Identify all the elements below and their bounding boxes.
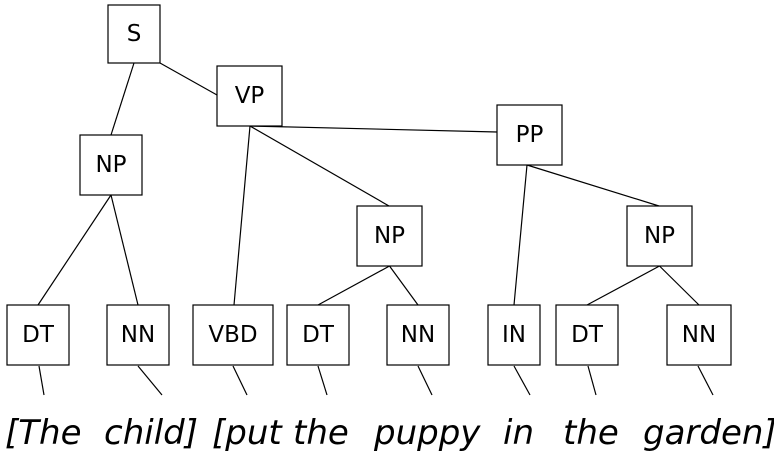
node-np1: NP xyxy=(79,134,143,196)
node-box xyxy=(216,65,283,127)
node-box xyxy=(386,304,450,366)
node-np3: NP xyxy=(626,205,693,267)
node-dt3: DT xyxy=(555,304,619,366)
node-box xyxy=(555,304,619,366)
node-label: NN xyxy=(121,322,155,348)
leaf-tick-dt2 xyxy=(317,365,328,396)
sentence-word: puppy xyxy=(373,413,481,453)
node-label: NP xyxy=(644,223,675,249)
tree-nodes: S NP VP PP NP NP DT NN VBD DT NN IN DT NN xyxy=(6,4,732,366)
node-box xyxy=(107,4,161,64)
sentence-word: [put xyxy=(212,413,283,453)
edge-vp-vbd xyxy=(233,125,251,306)
sentence-word: the xyxy=(563,413,619,453)
sentence-word: garden] xyxy=(643,413,774,453)
leaf-tick-nn1 xyxy=(137,365,163,396)
node-label: DT xyxy=(302,322,335,348)
leaf-tick-dt3 xyxy=(587,365,597,396)
node-nn2: NN xyxy=(386,304,450,366)
tree-edges xyxy=(37,62,700,306)
node-label: VP xyxy=(235,83,265,109)
leaf-tick-nn2 xyxy=(417,365,433,396)
node-vp: VP xyxy=(216,65,283,127)
node-box xyxy=(487,304,541,366)
node-box xyxy=(356,205,423,267)
node-label: VBD xyxy=(208,322,257,348)
node-pp: PP xyxy=(496,104,563,166)
node-np2: NP xyxy=(356,205,423,267)
node-box xyxy=(106,304,170,366)
edge-np2-dt2 xyxy=(317,265,390,306)
edge-np1-nn1 xyxy=(110,194,139,306)
edge-np2-nn2 xyxy=(389,265,419,306)
node-box xyxy=(79,134,143,196)
edge-np3-nn3 xyxy=(659,265,700,306)
node-box xyxy=(496,104,563,166)
edge-pp-np3 xyxy=(526,164,660,207)
leaf-tick-in xyxy=(513,365,531,396)
node-box xyxy=(626,205,693,267)
node-box xyxy=(6,304,70,366)
edge-np1-dt1 xyxy=(37,194,112,306)
sentence-word: in xyxy=(503,413,534,453)
sentence-word: [The xyxy=(5,413,82,453)
edge-vp-np2 xyxy=(249,125,390,207)
node-dt2: DT xyxy=(286,304,350,366)
node-label: S xyxy=(127,21,142,47)
sentence-word: child] xyxy=(104,413,198,453)
leaf-tick-vbd xyxy=(232,365,248,396)
node-label: DT xyxy=(22,322,55,348)
node-box xyxy=(286,304,350,366)
node-nn3: NN xyxy=(666,304,732,366)
node-dt1: DT xyxy=(6,304,70,366)
node-in: IN xyxy=(487,304,541,366)
node-label: IN xyxy=(502,322,526,348)
edge-np3-dt3 xyxy=(586,265,660,306)
node-box xyxy=(192,304,274,366)
edge-s-np1 xyxy=(110,62,135,136)
node-label: PP xyxy=(516,122,544,148)
node-vbd: VBD xyxy=(192,304,274,366)
leaf-tick-nn3 xyxy=(697,365,714,396)
node-label: NN xyxy=(682,322,716,348)
node-label: NP xyxy=(95,152,126,178)
node-label: NP xyxy=(374,223,405,249)
edge-vp-pp xyxy=(249,125,498,133)
node-s: S xyxy=(107,4,161,64)
edge-s-vp xyxy=(159,62,218,96)
node-label: DT xyxy=(571,322,604,348)
node-label: NN xyxy=(401,322,435,348)
edge-pp-in xyxy=(513,164,528,306)
leaf-connectors xyxy=(38,365,714,396)
leaf-tick-dt1 xyxy=(38,365,45,396)
node-box xyxy=(666,304,732,366)
sentence-word: the xyxy=(293,413,349,453)
node-nn1: NN xyxy=(106,304,170,366)
